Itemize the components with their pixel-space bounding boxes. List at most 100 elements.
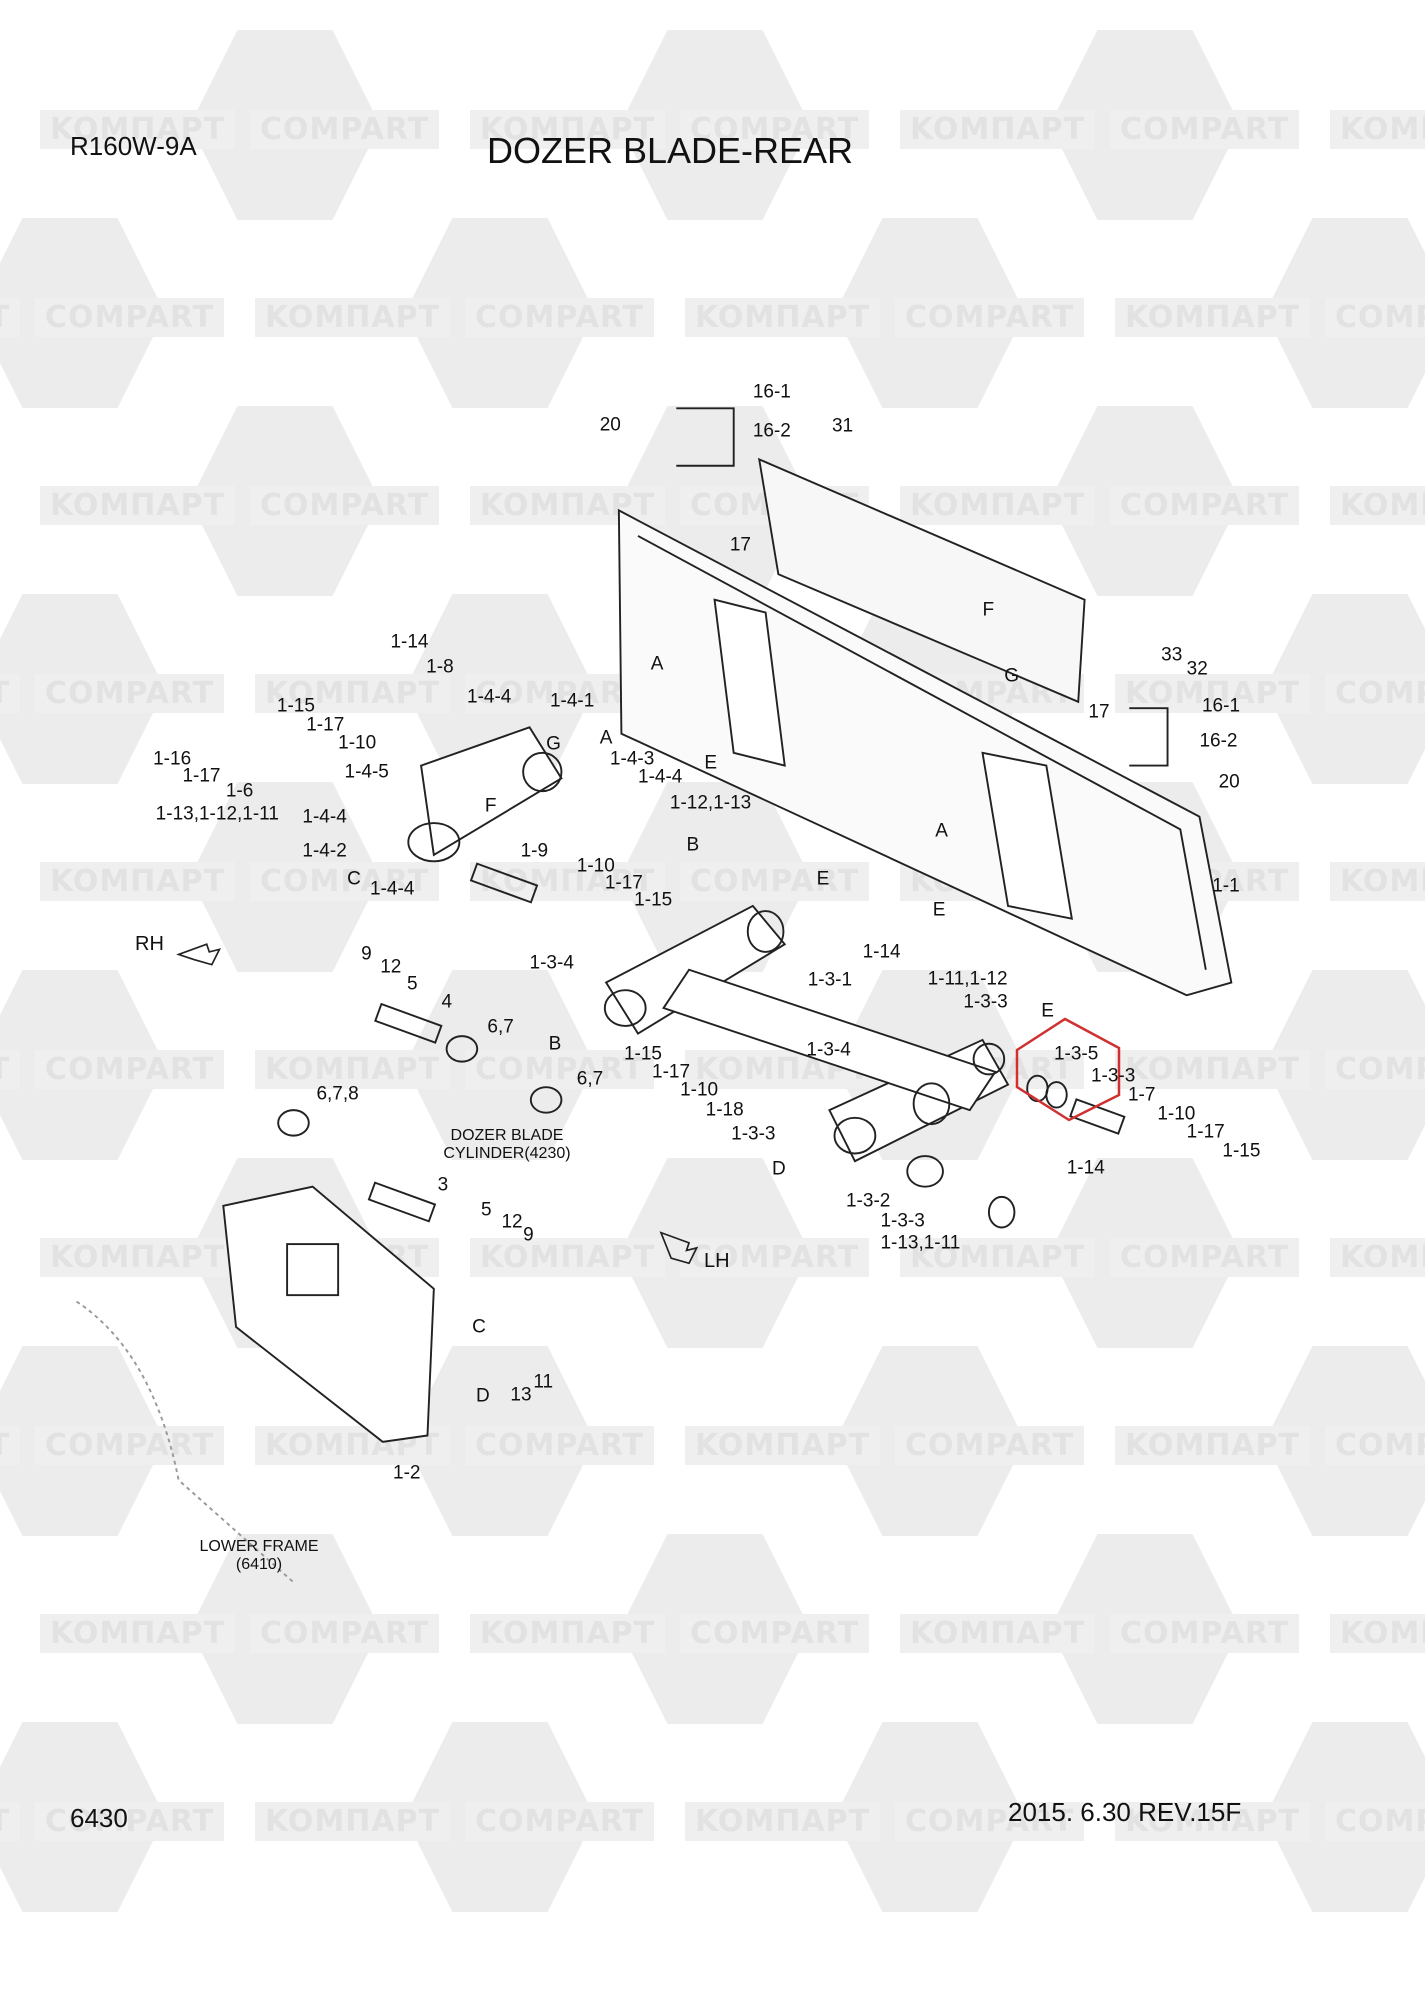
watermark-text: KOMПAPT [685,1802,881,1841]
page-title: DOZER BLADE-REAR [486,130,854,171]
callout-label: 1-6 [225,780,254,802]
callout-label: 1-15 [634,889,673,911]
watermark-text: KOMПAPT [0,298,21,337]
callout-label: 1-3-4 [529,952,574,974]
lower-frame-note-line2: (6410) [235,1555,283,1573]
callout-label: 1-17 [1186,1121,1225,1143]
callout-label: 1-4-1 [549,690,595,712]
callout-label: 1-3-4 [806,1039,851,1061]
watermark-text: COMPART [35,1050,225,1089]
callout-label: 17 [729,534,751,556]
callout-label: 16-2 [752,420,791,442]
watermark-text: KOMПAPT [1330,110,1425,149]
watermark-text: KOMПAPT [1115,674,1311,713]
cylinder-note: DOZER BLADE CYLINDER(4230) [443,1127,570,1162]
callout-label: 1-4-4 [638,766,683,788]
callout-label: 1-3-1 [807,969,853,991]
callout-label: F [982,599,995,621]
watermark-text: KOMПAPT [685,298,881,337]
callout-label: A [599,727,613,749]
callout-label: 12 [380,956,402,978]
watermark-text: COMPART [680,110,870,149]
callout-label: 1-4-4 [467,686,512,708]
watermark-text: COMPART [250,110,440,149]
callout-label: 1-17 [306,714,345,736]
watermark-text: KOMПAPT [255,674,451,713]
watermark-text: KOMПAPT [255,1802,451,1841]
callout-label: 16-2 [1199,730,1238,752]
callout-label: 1-4-3 [609,748,655,770]
watermark-text: COMPART [250,1614,440,1653]
watermark-text: COMPART [35,1802,225,1841]
callout-label: B [686,834,700,856]
callout-label: 9 [361,943,372,965]
watermark-text: KOMПAPT [1330,862,1425,901]
callout-label: 5 [407,973,418,995]
callout-label: D [475,1385,490,1407]
callout-label: 1-10 [680,1079,719,1101]
callout-label: C [347,868,361,890]
watermark-text: COMPART [465,1426,655,1465]
watermark-text: KOMПAPT [40,862,236,901]
highlight-hexagon [1015,1017,1121,1122]
callout-label: 20 [1218,771,1240,793]
watermark-text: COMPART [1110,1614,1300,1653]
callout-label: 1-7 [1127,1084,1156,1106]
lower-frame-note-line1: LOWER FRAME [199,1538,319,1555]
watermark-text: KOMПAPT [685,1426,881,1465]
watermark-text: COMPART [1110,1238,1300,1277]
callout-label: 1-17 [604,872,643,894]
watermark-text: COMPART [895,1802,1085,1841]
callout-label: 1-11,1-12 [927,968,1008,990]
callout-label: 1-13,1-11 [880,1232,961,1254]
watermark-text: KOMПAPT [1330,1614,1425,1653]
callout-label: A [650,653,664,675]
watermark-text: COMPART [1325,298,1425,337]
watermark-text: KOMПAPT [0,1050,21,1089]
watermark-text: KOMПAPT [470,862,666,901]
callout-label: 1-4-4 [370,878,415,900]
watermark-text: COMPART [680,1614,870,1653]
callout-label: 1-15 [276,695,315,717]
watermark-text: COMPART [1325,1426,1425,1465]
callout-label: 1-17 [182,765,221,787]
callout-label: 5 [481,1199,492,1221]
callout-label: B [548,1033,562,1055]
watermark-text: KOMПAPT [1115,298,1311,337]
watermark-text: COMPART [1110,486,1300,525]
callout-label: 1-16 [153,748,192,770]
watermark-text: KOMПAPT [1115,1802,1311,1841]
watermark-text: COMPART [35,674,225,713]
callout-label: 1-4-4 [302,806,347,828]
page-code: 6430 [70,1803,128,1833]
watermark-text: KOMПAPT [470,1238,666,1277]
watermark-text: COMPART [465,1050,655,1089]
callout-label: 6,7,8 [316,1083,359,1105]
callout-label: 16-1 [1201,695,1241,717]
callout-label: 16-1 [752,381,791,403]
callout-label: 1-14 [1066,1157,1105,1179]
callout-label: 1-3-3 [1090,1065,1136,1087]
lh-label: LH [704,1250,730,1272]
callout-label: E [932,899,946,921]
watermark-text: KOMПAPT [1115,1426,1311,1465]
callout-label: 1-3-2 [845,1190,891,1212]
callout-label: 4 [441,991,453,1013]
callout-label: G [546,733,561,755]
watermark-text: COMPART [250,862,440,901]
callout-label: A [935,820,948,842]
watermark-text: KOMПAPT [255,1050,451,1089]
watermark-text: COMPART [465,298,655,337]
callout-label: 1-13,1-12,1-11 [155,803,279,825]
callout-label: C [472,1316,486,1338]
callout-label: 6,7 [576,1068,604,1090]
watermark-text: KOMПAPT [900,1238,1096,1277]
lower-frame-bracket [76,1185,435,1583]
watermark-text: KOMПAPT [0,674,21,713]
callout-label: F [484,795,497,817]
callout-label: E [704,752,718,774]
model-number: R160W-9A [70,131,197,161]
date-revision: 2015. 6.30 REV.15F [1008,1797,1242,1827]
callout-label: 12 [501,1211,523,1233]
